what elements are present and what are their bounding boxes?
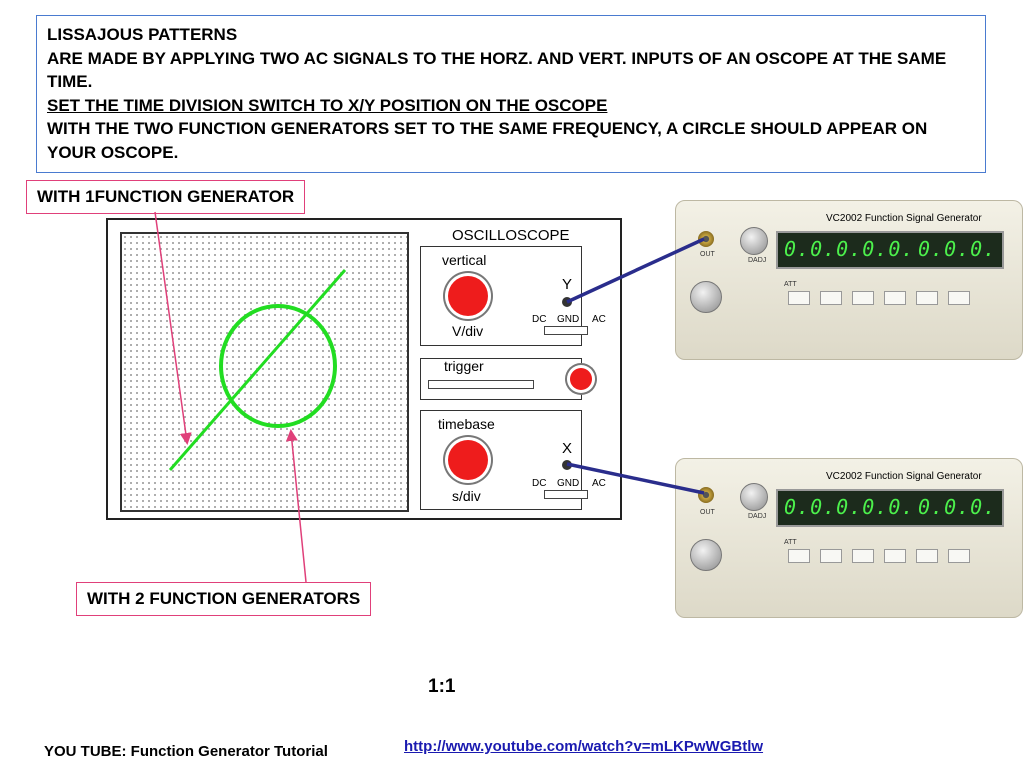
y-coupling-gnd: GND: [557, 314, 580, 325]
x-input-label: X: [562, 440, 573, 457]
callout-two-generators: WITH 2 FUNCTION GENERATORS: [76, 582, 372, 616]
intro-textbox: LISSAJOUS PATTERNS ARE MADE BY APPLYING …: [36, 15, 986, 173]
tutorial-text: YOU TUBE: Function Generator Tutorial: [44, 743, 328, 760]
timebase-label: timebase: [438, 416, 495, 432]
oscilloscope: OSCILLOSCOPE vertical V/div Y DC GND AC …: [106, 218, 622, 520]
y-coupling-switch[interactable]: [544, 326, 588, 335]
generator-1-output-jack[interactable]: [698, 231, 714, 247]
generator-1-frequency-readout: 0.0.0.0.0.: [784, 237, 915, 261]
generator-1-button-3[interactable]: [852, 291, 874, 305]
lissajous-line-trace: [168, 269, 347, 471]
generator-2-frequency-readout: 0.0.0.0.0.: [784, 495, 915, 519]
trigger-label: trigger: [444, 358, 484, 374]
y-input-label: Y: [562, 276, 573, 293]
intro-heading: LISSAJOUS PATTERNS: [47, 25, 238, 44]
generator-2-display: 0.0.0.0.0. 0.0.0.: [776, 489, 1004, 527]
generator-2-button-5[interactable]: [916, 549, 938, 563]
generator-2-out-label: OUT: [700, 509, 715, 516]
generator-1-button-4[interactable]: [884, 291, 906, 305]
intro-line-1: ARE MADE BY APPLYING TWO AC SIGNALS TO T…: [47, 48, 947, 92]
cable-x-input: [566, 462, 705, 495]
generator-1-button-2[interactable]: [820, 291, 842, 305]
x-coupling-dc: DC: [532, 478, 547, 489]
callout-arrow-one-generator: [154, 211, 192, 445]
y-coupling-ac: AC: [592, 314, 606, 325]
generator-1-dadj-label: DADJ: [748, 257, 767, 264]
scope-screen: [120, 232, 409, 512]
oscilloscope-title: OSCILLOSCOPE: [452, 227, 570, 244]
generator-1-button-6[interactable]: [948, 291, 970, 305]
generator-1-amplitude-knob[interactable]: [740, 227, 768, 255]
trigger-panel: [420, 358, 582, 400]
x-coupling-ac: AC: [592, 478, 606, 489]
lissajous-circle-trace: [219, 304, 337, 428]
cable-y-input: [566, 237, 705, 304]
intro-line-2: SET THE TIME DIVISION SWITCH TO X/Y POSI…: [47, 95, 608, 115]
generator-1-out-label: OUT: [700, 251, 715, 258]
x-coupling-gnd: GND: [557, 478, 580, 489]
callout-arrow-two-generators: [285, 429, 307, 583]
generator-2-amplitude-knob[interactable]: [740, 483, 768, 511]
generator-2-button-6[interactable]: [948, 549, 970, 563]
trigger-slider[interactable]: [428, 380, 534, 389]
vertical-label: vertical: [442, 252, 487, 268]
youtube-link[interactable]: http://www.youtube.com/watch?v=mLKPwWGBt…: [404, 738, 764, 755]
intro-line-3: WITH THE TWO FUNCTION GENERATORS SET TO …: [47, 119, 928, 162]
y-coupling-dc: DC: [532, 314, 547, 325]
generator-2-amplitude-readout: 0.0.0.: [918, 495, 997, 519]
function-generator-1: VC2002 Function Signal Generator OUT DAD…: [675, 200, 1023, 360]
timebase-knob[interactable]: [448, 440, 488, 480]
timebase-units: s/div: [452, 488, 481, 504]
vertical-knob[interactable]: [448, 276, 488, 316]
generator-2-frequency-knob[interactable]: [690, 539, 722, 571]
generator-1-button-5[interactable]: [916, 291, 938, 305]
generator-2-att-label: ATT: [784, 539, 797, 546]
generator-2-dadj-label: DADJ: [748, 513, 767, 520]
generator-1-display: 0.0.0.0.0. 0.0.0.: [776, 231, 1004, 269]
generator-1-frequency-knob[interactable]: [690, 281, 722, 313]
generator-2-model-label: VC2002 Function Signal Generator: [826, 471, 982, 482]
generator-2-button-3[interactable]: [852, 549, 874, 563]
vertical-units: V/div: [452, 323, 484, 339]
generator-2-button-4[interactable]: [884, 549, 906, 563]
generator-2-button-1[interactable]: [788, 549, 810, 563]
callout-one-generator: WITH 1FUNCTION GENERATOR: [26, 180, 306, 214]
generator-1-model-label: VC2002 Function Signal Generator: [826, 213, 982, 224]
generator-2-button-2[interactable]: [820, 549, 842, 563]
function-generator-2: VC2002 Function Signal Generator OUT DAD…: [675, 458, 1023, 618]
generator-1-button-1[interactable]: [788, 291, 810, 305]
trigger-knob[interactable]: [570, 368, 592, 390]
ratio-label: 1:1: [428, 676, 456, 697]
x-coupling-switch[interactable]: [544, 490, 588, 499]
generator-1-amplitude-readout: 0.0.0.: [918, 237, 997, 261]
generator-1-att-label: ATT: [784, 281, 797, 288]
